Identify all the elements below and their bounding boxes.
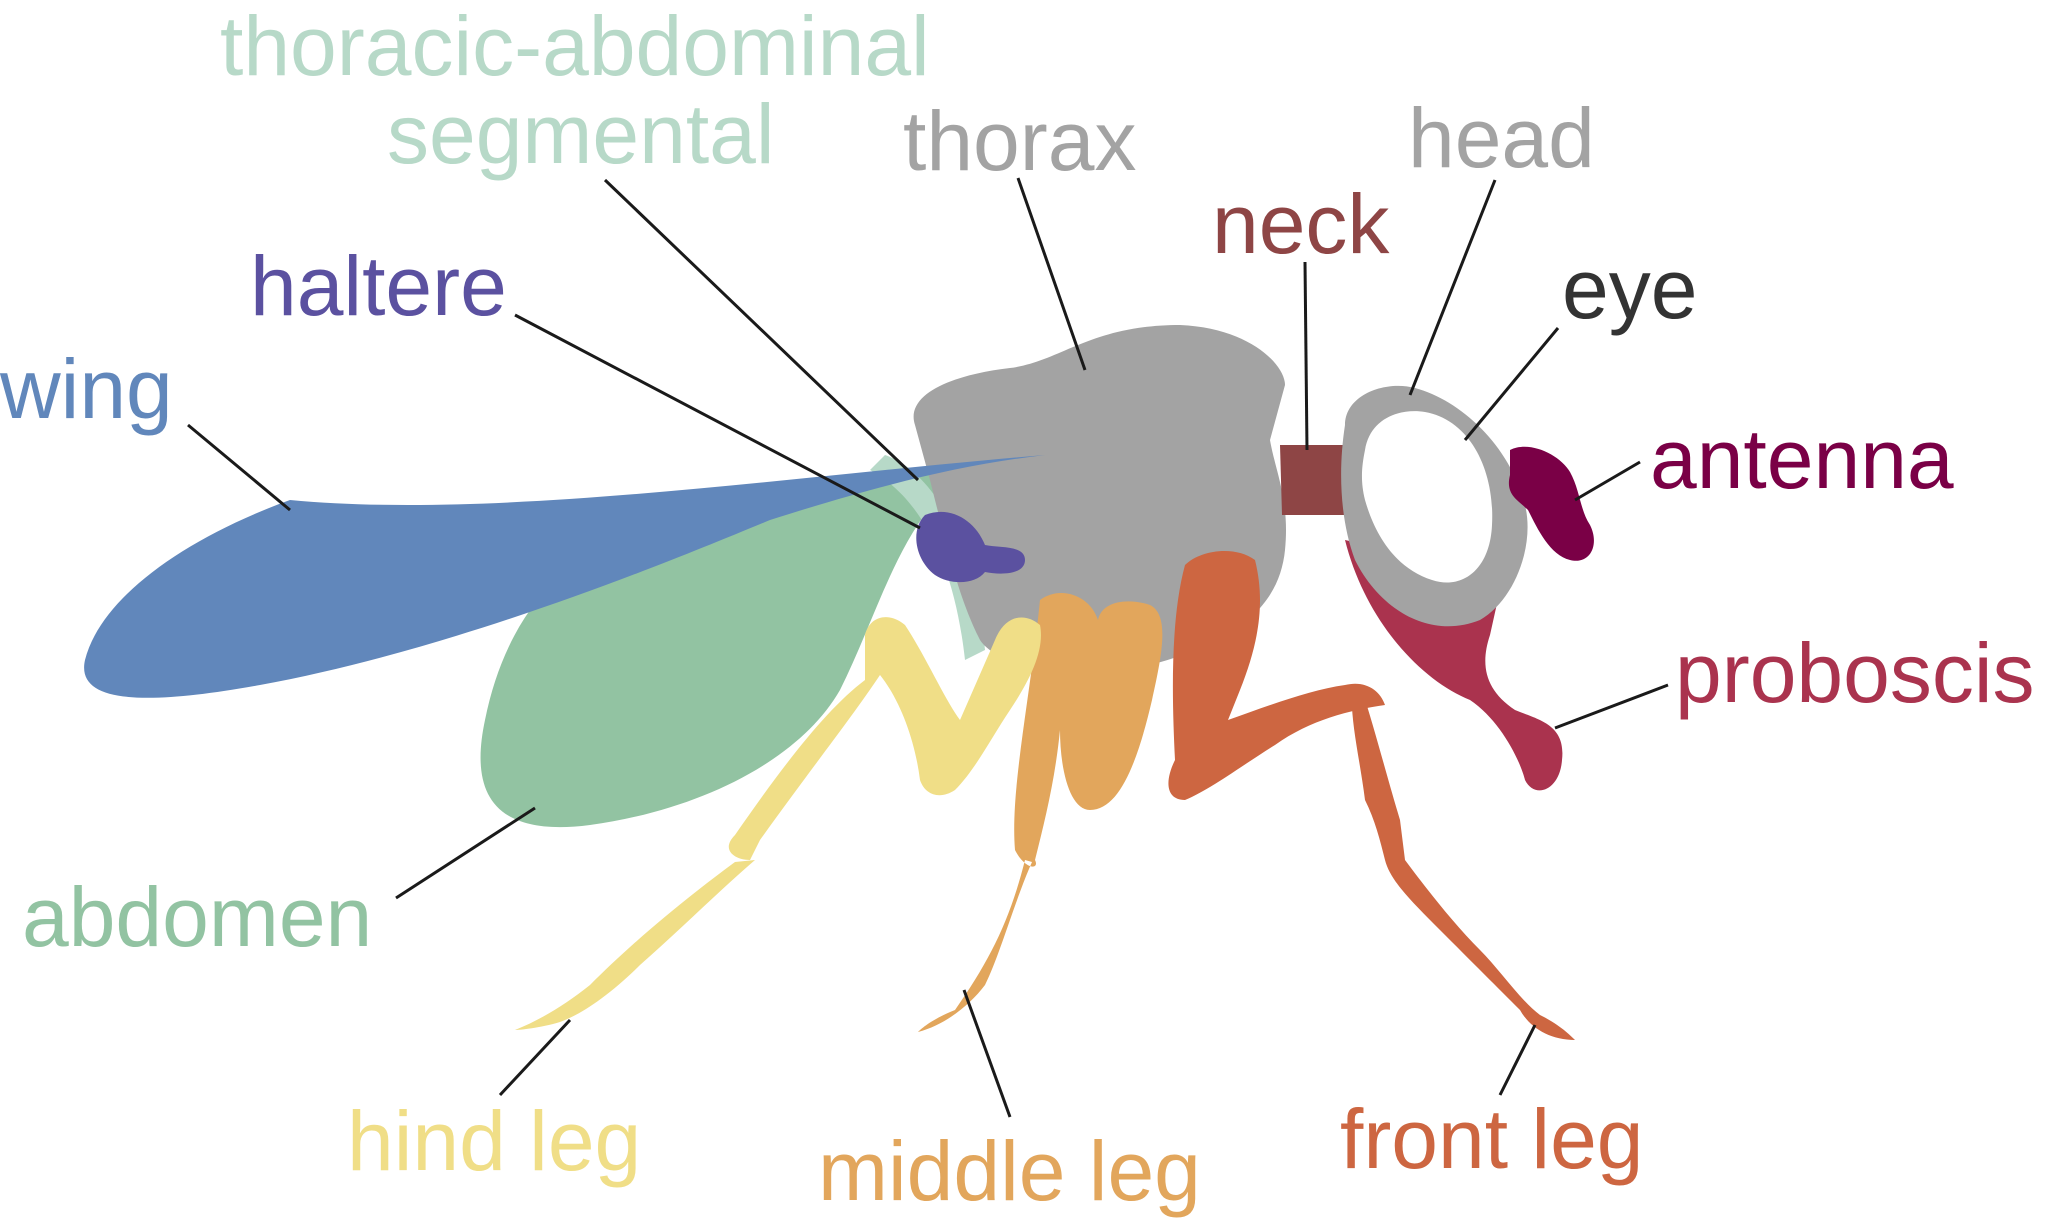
antenna-leader [1574, 460, 1641, 502]
middle-leg-shape [918, 592, 1163, 1032]
neck-leader [1303, 261, 1309, 451]
label-proboscis: proboscis [1675, 626, 2035, 720]
wing-leader [187, 423, 291, 512]
label-head: head [1408, 91, 1595, 185]
wing-shape [84, 455, 1046, 698]
haltere-leader [514, 313, 921, 530]
label-hind-leg: hind leg [347, 1094, 641, 1188]
thorax-leader [1016, 177, 1087, 371]
hind-leg-shape [515, 617, 1041, 1030]
label-thoracic-abdominal: thoracic-abdominal [220, 0, 930, 93]
middle-leg-leader [962, 989, 1012, 1118]
head-leader [1408, 179, 1497, 396]
hind-leg-leader [498, 1018, 572, 1097]
label-abdomen: abdomen [22, 870, 372, 964]
label-front-leg: front leg [1340, 1092, 1644, 1186]
neck-shape [1280, 445, 1345, 515]
label-middle-leg: middle leg [818, 1124, 1201, 1218]
label-antenna: antenna [1650, 412, 1954, 506]
antenna-shape [1508, 446, 1594, 561]
abdomen-leader [395, 806, 536, 900]
eye-leader [1463, 327, 1560, 441]
label-eye: eye [1562, 242, 1697, 336]
eye-shape [1361, 411, 1493, 583]
label-neck: neck [1212, 177, 1390, 271]
label-haltere: haltere [250, 239, 507, 333]
front-leg-leader [1498, 1024, 1537, 1096]
segmental-leader [603, 178, 920, 482]
label-wing: wing [0, 342, 173, 436]
haltere-shape [916, 511, 1025, 583]
label-segmental: segmental [387, 87, 775, 181]
front-leg-shape [1168, 550, 1575, 1040]
label-thorax: thorax [903, 94, 1136, 188]
proboscis-leader [1554, 683, 1669, 730]
